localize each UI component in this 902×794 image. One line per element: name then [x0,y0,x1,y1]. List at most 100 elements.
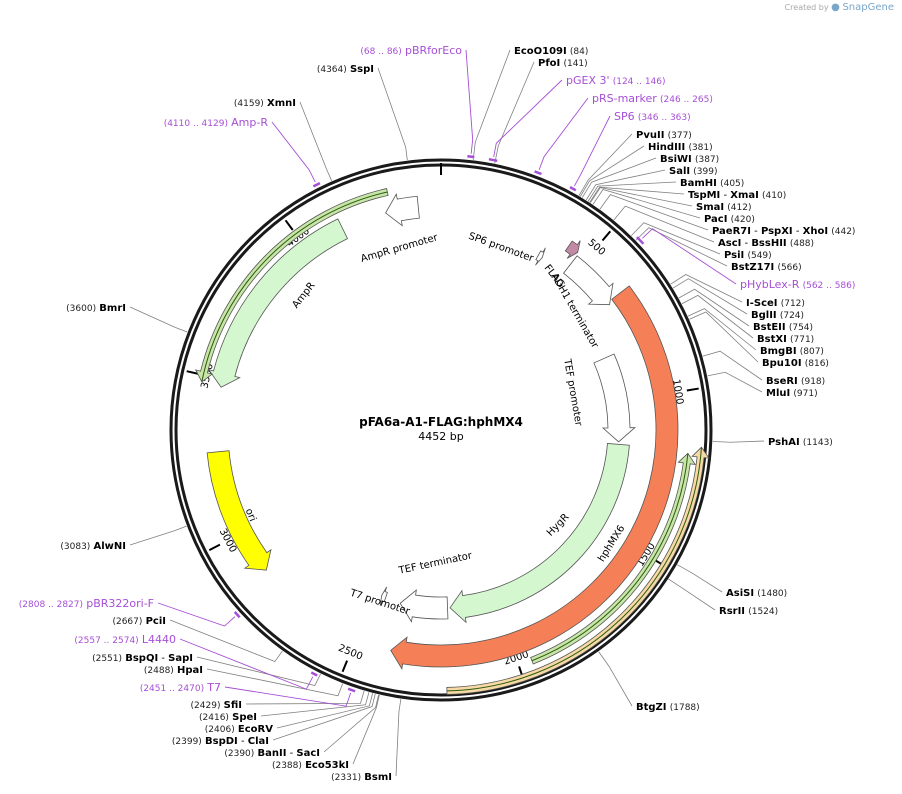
label-ampr: AmpR [290,280,317,310]
primer-mark [569,186,577,192]
tick-mark [208,543,221,552]
enzyme-site-paer7i: PaeR7I - PspXI - XhoI (442) [712,226,855,237]
enzyme-leader [631,222,721,255]
enzyme-leader [587,181,677,202]
primer-t7: (2451 .. 2470) T7 [140,681,221,694]
plasmid-name: pFA6a-A1-FLAG:hphMX4 [359,415,523,429]
enzyme-leader [581,157,657,198]
feature-ampr [207,218,349,388]
primer-leader [642,228,737,285]
snapgene-credit: Created by ● SnapGene [785,2,894,13]
enzyme-leader [598,651,633,707]
plasmid-size: 4452 bp [418,430,463,443]
enzyme-leader [599,194,709,231]
enzyme-leader [472,49,511,160]
enzyme-leader [668,578,716,611]
primer-mark [467,155,475,159]
snapgene-logo-icon: ● [831,2,840,13]
enzyme-leader [494,61,535,164]
enzyme-site-bsmi: (2331) BsmI [331,772,392,783]
enzyme-site-psii: PsiI (549) [724,250,772,261]
enzyme-site-hpai: (2488) HpaI [144,665,203,676]
enzyme-site-sali: SalI (399) [669,166,718,177]
enzyme-site-spei: (2416) SpeI [199,712,257,723]
enzyme-site-bspqi: (2551) BspQI - SapI [92,653,193,664]
primer-sites [233,155,645,693]
feature-flag [564,240,581,259]
enzyme-site-i-scei: I-SceI (712) [746,298,805,309]
enzyme-leader [129,525,187,546]
enzyme-leader [245,690,365,705]
label-tef-terminator: TEF terminator [397,550,474,577]
enzyme-leader [590,187,693,207]
enzyme-site-asci: AscI - BssHII (488) [718,238,814,249]
enzyme-leader [689,311,759,363]
enzyme-site-alwni: (3083) AlwNI [60,541,126,552]
credit-prefix: Created by [784,3,829,12]
enzyme-leader [206,668,344,697]
enzyme-leader [395,698,402,777]
enzyme-site-bseri: BseRI (918) [766,376,825,387]
enzyme-site-banii: (2390) BanII - SacI [224,748,320,759]
enzyme-leader [129,306,188,333]
labels: EcoO109I (84)PfoI (141)PvuII (377)HindII… [19,44,856,783]
enzyme-site-bamhi: BamHI (405) [680,178,744,189]
enzyme-leader [681,294,754,339]
enzyme-leader [678,288,750,327]
tick-label: 500 [585,237,607,258]
enzyme-site-rsrii: RsrII (1524) [719,606,778,617]
orf-ampr-line [201,191,388,382]
feature-ampr-promoter [385,193,420,227]
features [194,188,710,695]
enzyme-site-pshai: PshAI (1143) [768,437,833,448]
orf-ampr [194,188,389,383]
feature-ori [206,450,272,571]
enzyme-site-eco53ki: (2388) Eco53kI [272,760,349,771]
enzyme-site-mlui: MluI (971) [766,388,818,399]
primer-leader [573,115,611,187]
enzyme-leader [260,692,370,717]
label-hygr: HygR [545,512,572,539]
enzyme-leader [613,205,715,243]
enzyme-site-bsiwi: BsiWI (387) [660,154,719,165]
feature-hphmx6 [390,285,679,670]
enzyme-site-asisi: AsiSI (1480) [726,588,787,599]
enzyme-site-bmri: (3600) BmrI [66,303,126,314]
primer-mark [636,236,645,245]
enzyme-site-xmni: (4159) XmnI [234,98,296,109]
enzyme-leader [272,693,376,741]
primer-pgex-3: pGEX 3' (124 .. 146) [566,74,666,87]
tick-mark [186,370,199,375]
primer-sp6: SP6 (346 .. 363) [614,110,691,123]
enzyme-leader [377,67,408,161]
enzyme-leader [702,350,763,381]
feature-adh1-terminator [562,255,614,306]
orf-hygr-line [531,453,689,662]
enzyme-leader [579,145,645,197]
primer-leader [179,638,314,690]
primer-phyblex-r: pHybLex-R (562 .. 586) [740,278,855,291]
primer-mark [534,170,542,176]
enzyme-site-bpu10i: Bpu10I (816) [762,358,829,369]
enzyme-site-paci: PacI (420) [704,214,755,225]
enzyme-leader [196,656,321,687]
tick-mark [686,387,699,392]
enzyme-leader [323,694,379,753]
enzyme-site-tspmi: TspMI - XmaI (410) [688,190,786,201]
enzyme-site-smai: SmaI (412) [696,202,751,213]
feature-t7-promoter [379,586,388,606]
enzyme-site-pfoi: PfoI (141) [538,58,588,69]
tick-mark [284,219,294,231]
label-ori: ori [243,507,258,523]
backbone [169,158,713,702]
enzyme-leader [712,440,765,443]
enzyme-site-sfii: (2429) SfiI [191,700,242,711]
primer-pbrforeco: (68 .. 86) pBRforEco [360,44,462,57]
primer-mark [233,611,241,619]
feature-sp6-promoter [535,247,546,266]
primer-leader [538,97,589,171]
tick-mark [601,230,612,242]
primer-l4440: (2557 .. 2574) L4440 [74,633,176,646]
enzyme-leader [670,274,743,303]
